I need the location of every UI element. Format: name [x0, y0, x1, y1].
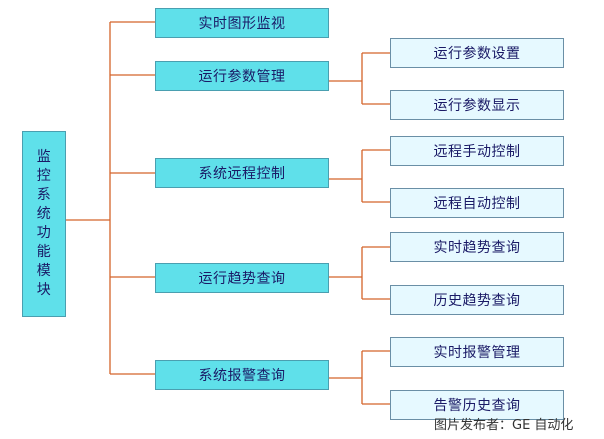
- node-run-trend-query: 运行趋势查询: [155, 263, 329, 293]
- root-char: 模: [36, 263, 52, 279]
- node-system-alarm-query: 系统报警查询: [155, 360, 329, 390]
- root-char: 能: [36, 244, 52, 260]
- root-char: 功: [36, 225, 52, 241]
- node-system-remote-control: 系统远程控制: [155, 158, 329, 188]
- node-remote-manual-control: 远程手动控制: [390, 136, 564, 166]
- root-box: 监 控 系 统 功 能 模 块: [22, 131, 66, 317]
- node-realtime-alarm-management: 实时报警管理: [390, 337, 564, 367]
- root-char: 统: [36, 206, 52, 222]
- node-run-parameter-display: 运行参数显示: [390, 90, 564, 120]
- root-char: 系: [36, 187, 52, 203]
- node-history-trend-query: 历史趋势查询: [390, 285, 564, 315]
- node-remote-auto-control: 远程自动控制: [390, 188, 564, 218]
- publisher-credit: 图片发布者：GE 自动化: [434, 418, 574, 433]
- node-alarm-history-query: 告警历史查询: [390, 390, 564, 420]
- root-char: 块: [36, 282, 52, 298]
- root-char: 控: [36, 168, 52, 184]
- node-run-parameter-setting: 运行参数设置: [390, 38, 564, 68]
- node-realtime-trend-query: 实时趋势查询: [390, 232, 564, 262]
- node-realtime-graphic-monitor: 实时图形监视: [155, 8, 329, 38]
- node-run-parameter-management: 运行参数管理: [155, 61, 329, 91]
- root-char: 监: [36, 149, 52, 165]
